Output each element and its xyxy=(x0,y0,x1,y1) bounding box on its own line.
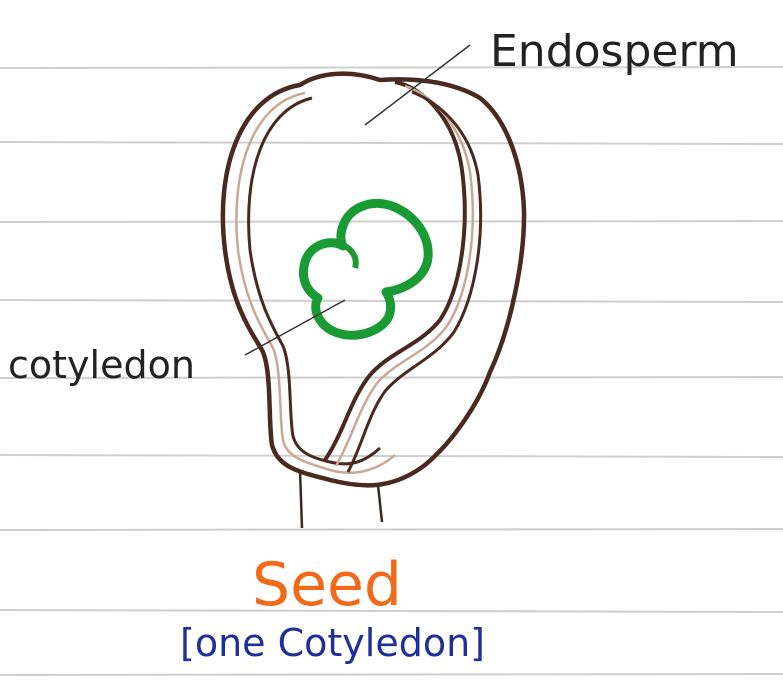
endosperm-boundary xyxy=(325,82,481,472)
cotyledon-shape xyxy=(303,203,428,335)
diagram-title: Seed xyxy=(252,550,402,620)
stalk-left xyxy=(300,470,302,528)
cotyledon-label: cotyledon xyxy=(8,343,195,387)
ruled-line xyxy=(0,674,783,675)
ruled-line xyxy=(0,529,783,530)
stalk-right xyxy=(378,485,382,522)
cotyledon-outline xyxy=(303,203,428,335)
seed-coat xyxy=(223,74,524,486)
diagram-subtitle: [one Cotyledon] xyxy=(180,621,485,665)
cotyledon-notch xyxy=(345,246,356,268)
ruled-line xyxy=(0,142,783,144)
endosperm-boundary-outer xyxy=(325,82,465,460)
ruled-line xyxy=(0,221,783,222)
endosperm-label: Endosperm xyxy=(490,26,739,77)
seed-stalk xyxy=(300,470,382,528)
